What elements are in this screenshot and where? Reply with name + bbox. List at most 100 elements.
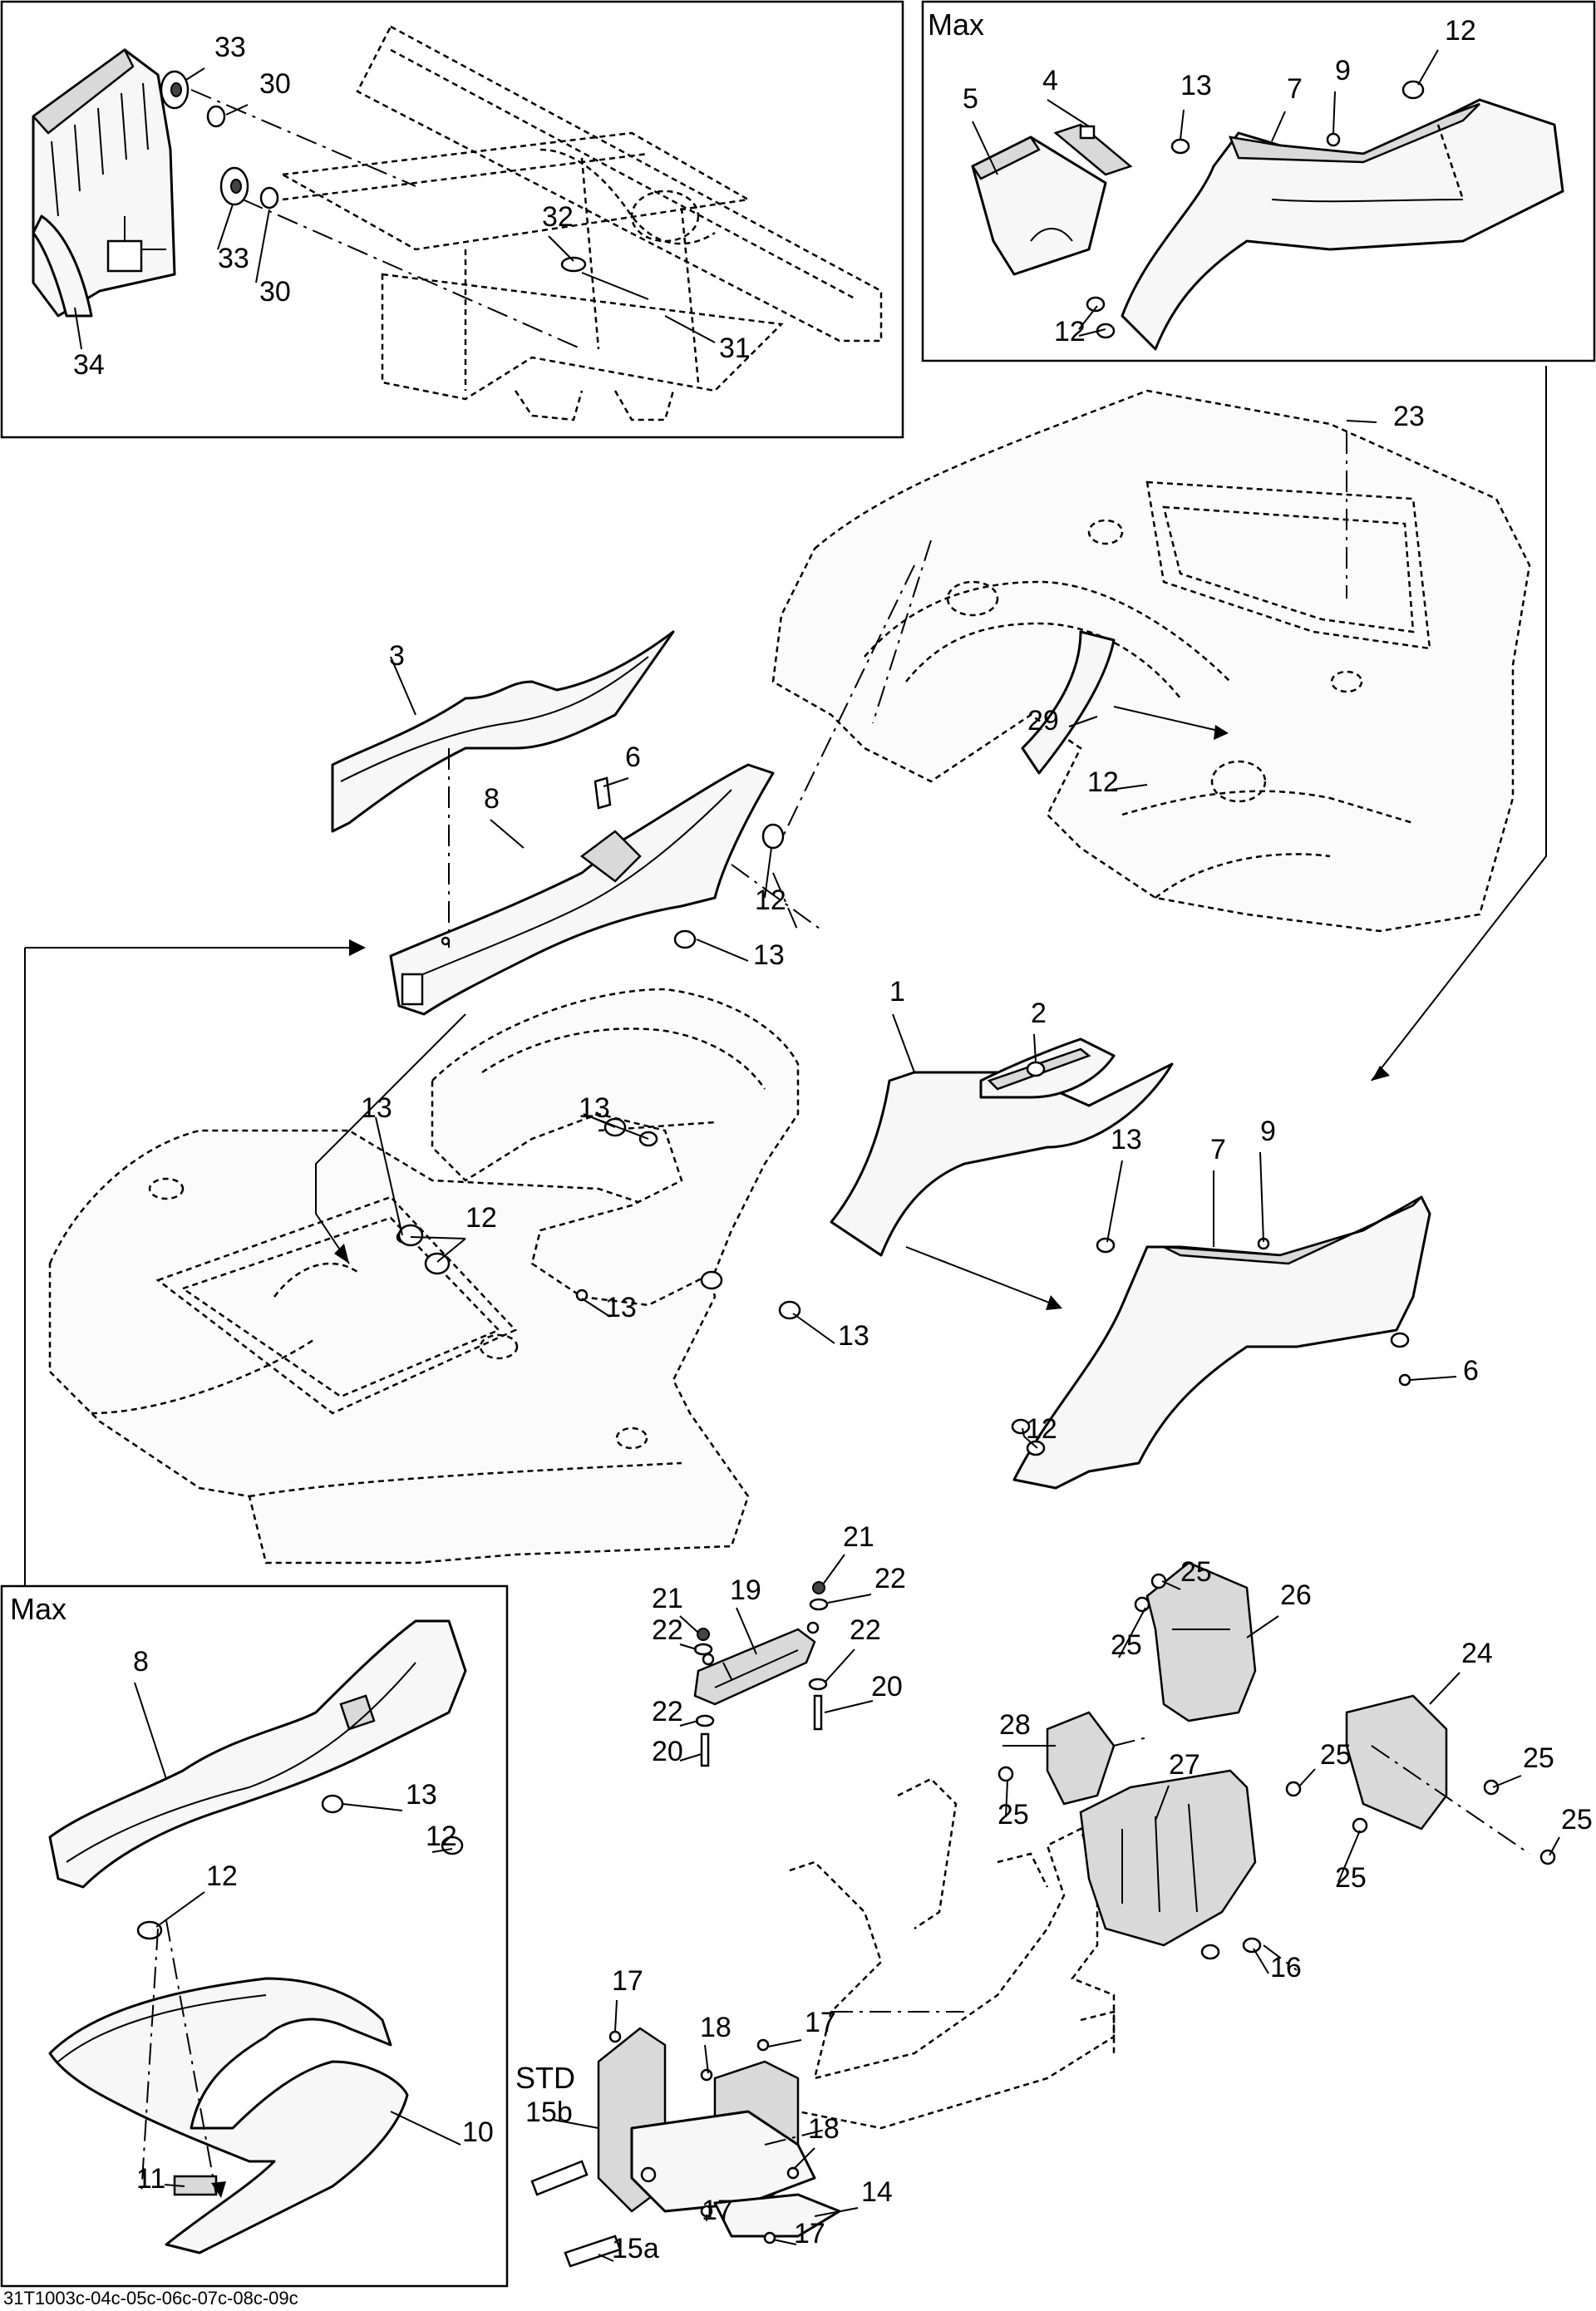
callout-13: 13: [361, 1092, 392, 1124]
callout-9: 9: [1260, 1116, 1276, 1147]
callout-24: 24: [1461, 1638, 1493, 1669]
rear-rack-frame: [279, 25, 883, 421]
mud-guard-34: [32, 48, 176, 318]
callout-12: 12: [206, 1860, 238, 1892]
callout-13: 13: [579, 1092, 610, 1124]
bumper-hardware: [530, 2030, 800, 2268]
callout-12: 12: [1087, 766, 1119, 798]
callout-3: 3: [389, 640, 405, 672]
callout-20: 20: [652, 1736, 683, 1767]
callout-30: 30: [259, 68, 291, 100]
callout-22: 22: [652, 1696, 683, 1727]
guard-26: [1145, 1561, 1257, 1722]
callout-29: 29: [1027, 705, 1059, 737]
guard-28: [1046, 1711, 1116, 1806]
callout-27: 27: [1169, 1749, 1200, 1781]
callout-10: 10: [462, 2116, 494, 2148]
callout-22: 22: [874, 1563, 906, 1594]
callout-25: 25: [1180, 1556, 1212, 1588]
callout-8: 8: [484, 783, 500, 815]
callout-31: 31: [719, 333, 751, 364]
callout-12: 12: [426, 1821, 457, 1852]
max-reflector-4: [1053, 123, 1133, 176]
callout-17: 17: [612, 1965, 643, 1997]
callout-34: 34: [73, 349, 105, 381]
max-tail-light-cover-5: [971, 136, 1107, 276]
side-panel-8: [389, 763, 775, 1016]
callout-25: 25: [998, 1799, 1029, 1831]
lower-right-hardware: [998, 1573, 1556, 1960]
callout-18: 18: [808, 2113, 840, 2145]
skid-plate-27: [1079, 1769, 1257, 1947]
front-fender-assembly: [48, 1129, 750, 1564]
side-panel-7: [1012, 1195, 1431, 1490]
top-left-hardware: [160, 70, 649, 350]
callout-16: 16: [1270, 1952, 1302, 1983]
callout-12: 12: [1026, 1413, 1057, 1445]
callout-12: 12: [466, 1202, 497, 1234]
rear-fender-assembly: [771, 389, 1531, 933]
callout-17: 17: [794, 2218, 825, 2249]
callout-4: 4: [1042, 65, 1058, 96]
callout-15a: 15a: [612, 2233, 659, 2264]
callout-17: 17: [702, 2195, 733, 2226]
callout-13: 13: [838, 1320, 869, 1352]
callout-12: 12: [755, 884, 786, 916]
callout-14: 14: [861, 2176, 893, 2208]
callout-9: 9: [1335, 55, 1351, 86]
callout-12: 12: [1054, 316, 1086, 347]
max-top-hardware: [1086, 80, 1425, 339]
callout-13: 13: [605, 1292, 637, 1323]
callout-23: 23: [1393, 401, 1425, 432]
callout-21: 21: [652, 1583, 683, 1614]
callout-11: 11: [136, 2163, 165, 2195]
callout-22: 22: [850, 1614, 881, 1646]
callout-7: 7: [1210, 1134, 1226, 1165]
callout-15b: 15b: [525, 2097, 573, 2128]
bracket-19: [693, 1621, 820, 1706]
max-label-top-right: Max: [928, 7, 984, 42]
callout-8: 8: [133, 1646, 149, 1678]
decal-1: [830, 1062, 1174, 1257]
max-label-bottom-left: Max: [10, 1592, 66, 1626]
callout-25: 25: [1523, 1742, 1554, 1774]
fender-extension-top: [431, 988, 800, 1307]
bracket-19-hardware: [693, 1581, 829, 1767]
arrowheads: [211, 725, 1390, 2198]
bumper-guard-14: [597, 2027, 841, 2238]
callout-12: 12: [1445, 15, 1476, 47]
callout-26: 26: [1280, 1579, 1312, 1611]
callout-32: 32: [542, 201, 574, 233]
part-2: [979, 1037, 1116, 1099]
drawing-code: 31T1003c-04c-05c-06c-07c-08c-09c: [3, 2288, 298, 2309]
callout-22: 22: [652, 1614, 683, 1646]
callout-30: 30: [259, 276, 291, 308]
callout-13: 13: [1111, 1124, 1142, 1156]
callout-13: 13: [753, 939, 785, 971]
callout-18: 18: [700, 2012, 732, 2043]
callout-25: 25: [1320, 1739, 1352, 1771]
callout-13: 13: [1180, 70, 1212, 101]
callout-17: 17: [805, 2007, 836, 2038]
callout-6: 6: [1463, 1355, 1479, 1387]
callout-20: 20: [871, 1671, 903, 1702]
std-label: STD: [515, 2061, 575, 2095]
callout-2: 2: [1031, 998, 1047, 1029]
front-frame-section: [789, 1777, 1116, 2130]
callout-19: 19: [730, 1574, 761, 1606]
callout-25: 25: [1111, 1629, 1142, 1661]
callout-25: 25: [1561, 1804, 1593, 1835]
max-side-panel-8: [48, 1619, 467, 1889]
decal-3: [331, 630, 675, 833]
inner-fender-29: [1021, 630, 1116, 775]
leader-lines: [24, 49, 1560, 2262]
callout-33: 33: [214, 32, 246, 63]
callout-33: 33: [218, 243, 249, 274]
callout-13: 13: [406, 1779, 437, 1811]
callout-28: 28: [999, 1709, 1031, 1741]
callout-7: 7: [1287, 73, 1303, 105]
max-side-panel-7: [1121, 98, 1564, 351]
callout-6: 6: [625, 742, 641, 773]
panel-7-hardware: [1011, 1237, 1411, 1456]
